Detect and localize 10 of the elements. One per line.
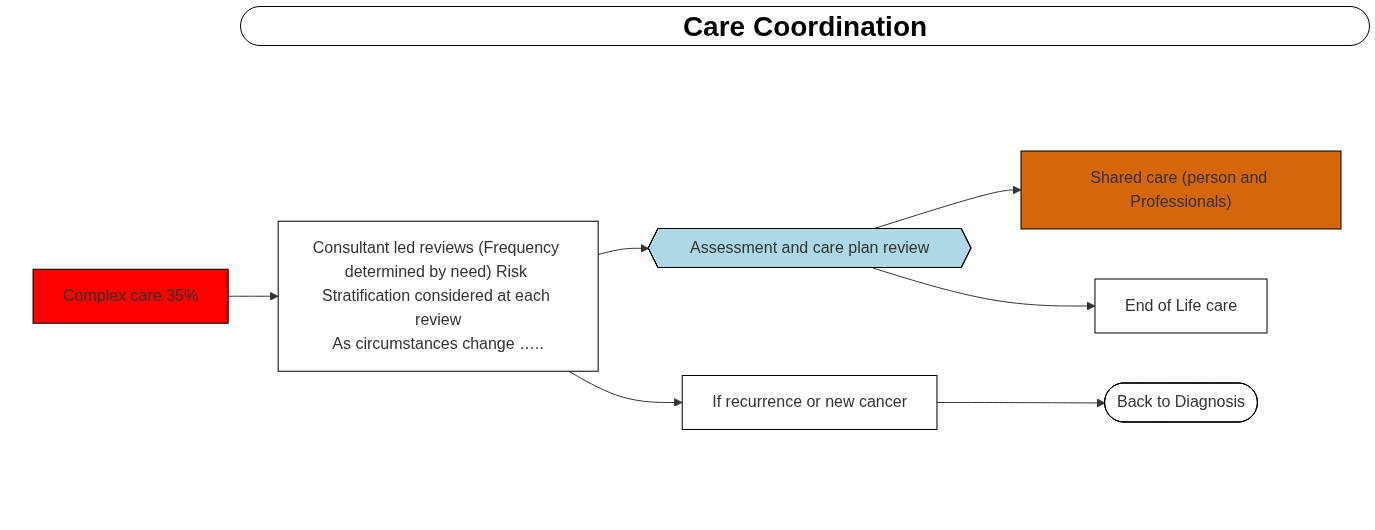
node-box: Consultant led reviews (Frequency determined by need) Risk Stratification considered at each review As circumstances change ….. <box>278 220 600 372</box>
arrow <box>568 370 684 407</box>
node-box: Shared care (person and Professionals) <box>1021 150 1342 230</box>
node-box: End of Life care <box>1094 278 1268 334</box>
node-box: Complex care 35% <box>33 268 230 324</box>
node-box: If recurrence or new cancer <box>682 374 938 430</box>
arrow <box>872 267 1096 311</box>
arrow <box>228 291 280 301</box>
arrow <box>936 398 1106 408</box>
arrow <box>598 243 650 255</box>
